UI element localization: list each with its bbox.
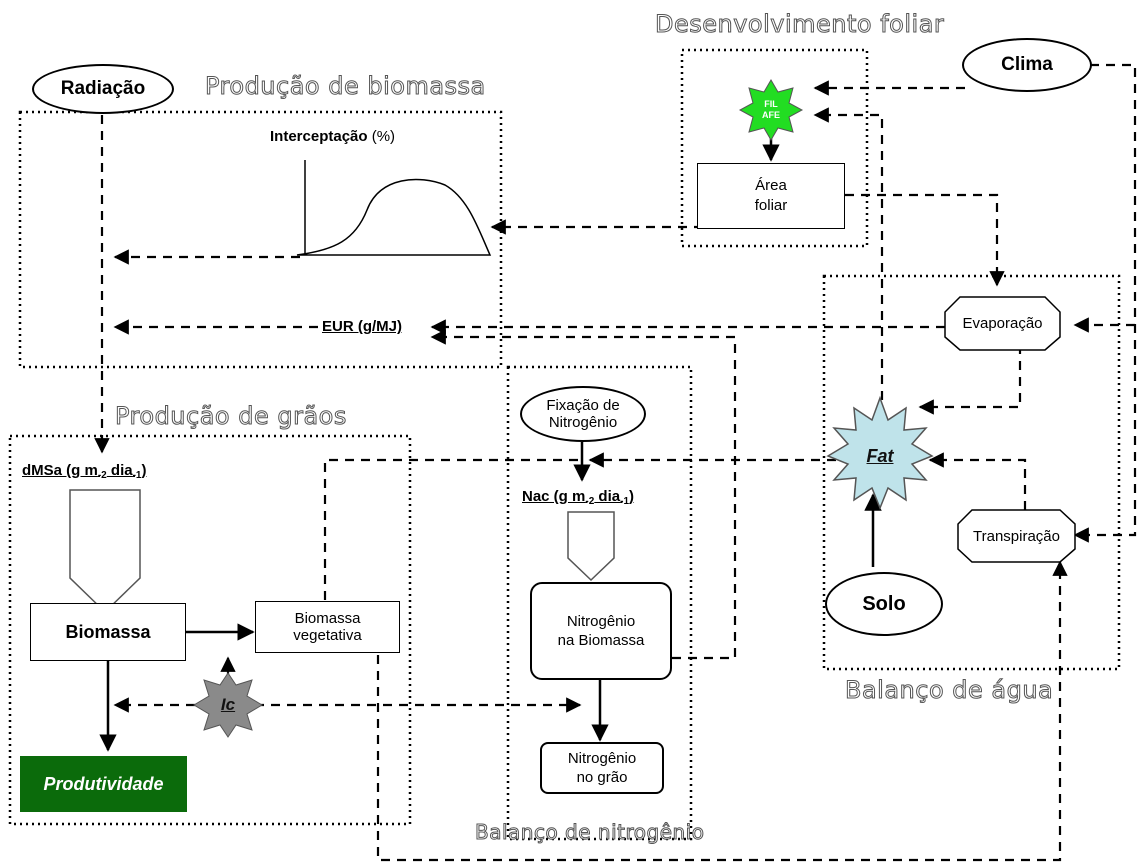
- evaporacao-node: Evaporação: [962, 315, 1043, 332]
- nitrogenio-biomassa-line2: na Biomassa: [557, 632, 645, 649]
- group-producao-biomassa: [18, 110, 503, 369]
- title-producao-biomassa: Produção de biomassa: [205, 72, 486, 101]
- nac-sub1: -2: [585, 496, 595, 507]
- interceptacao-text: Interceptação: [270, 128, 368, 145]
- afe-text: AFE: [762, 110, 780, 120]
- title-balanco-agua: Balanço de água: [844, 676, 1054, 705]
- fat-node: Fat: [840, 432, 920, 480]
- produtividade-node: Produtividade: [20, 756, 187, 812]
- nitrogenio-grao-node: Nitrogênio no grão: [540, 742, 664, 794]
- ic-text: Ic: [220, 695, 236, 714]
- nac-label: Nac (g m-2 dia-1): [522, 488, 634, 507]
- nitrogenio-grao-line2: no grão: [576, 769, 628, 786]
- fat-text: Fat: [866, 445, 894, 466]
- biomassa-vegetativa-line1: Biomassa: [294, 610, 361, 627]
- nitrogenio-biomassa-node: Nitrogênio na Biomassa: [530, 582, 672, 680]
- group-producao-graos: [8, 434, 412, 826]
- fat-burst: [826, 395, 934, 511]
- title-producao-graos: Produção de grãos: [115, 402, 347, 431]
- title-balanco-nitrogenio: Balanço de nitrogênio: [474, 820, 705, 845]
- nac-end: ): [629, 488, 635, 505]
- radiacao-node: Radiação: [32, 64, 174, 114]
- clima-node: Clima: [962, 38, 1092, 92]
- nitrogenio-grao-line1: Nitrogênio: [567, 750, 637, 767]
- nac-funnel-shape: [567, 511, 615, 582]
- group-desenvolvimento-foliar: [680, 48, 869, 248]
- biomassa-vegetativa-node: Biomassa vegetativa: [255, 601, 400, 653]
- nac-mid: dia: [594, 488, 621, 505]
- transpiracao-node: Transpiração: [973, 527, 1060, 545]
- dmsa-sub2: -1: [132, 470, 142, 481]
- interception-curve: [296, 160, 492, 256]
- dmsa-mid: dia: [106, 462, 133, 479]
- nac-main: Nac (g m: [522, 488, 586, 505]
- nac-sub2: -1: [620, 496, 630, 507]
- title-desenvolvimento-foliar: Desenvolvimento foliar: [654, 10, 945, 39]
- biomassa-node: Biomassa: [30, 603, 186, 661]
- transpiracao-shape: [957, 509, 1076, 563]
- area-foliar-line2: foliar: [754, 197, 788, 214]
- area-foliar-node: Área foliar: [697, 163, 845, 229]
- interceptacao-unit: (%): [371, 128, 396, 145]
- solo-node: Solo: [825, 572, 943, 636]
- dmsa-funnel-shape: [69, 489, 141, 614]
- interceptacao-label: Interceptação (%): [270, 128, 395, 145]
- area-foliar-line1: Área: [755, 177, 787, 194]
- eur-label: EUR (g/MJ): [322, 318, 402, 335]
- fixacao-line1: Fixação de: [546, 397, 620, 414]
- ic-star: [193, 672, 263, 738]
- dmsa-sub1: -2: [97, 470, 107, 481]
- fixacao-line2: Nitrogênio: [548, 414, 618, 431]
- fil-afe-star: [738, 79, 804, 141]
- dmsa-main: dMSa (g m: [22, 462, 98, 479]
- dmsa-label: dMSa (g m-2 dia-1): [22, 462, 147, 481]
- group-balanco-agua: [822, 274, 1121, 671]
- evaporacao-shape: [944, 296, 1061, 351]
- fil-text: FIL: [764, 99, 778, 109]
- nitrogenio-biomassa-line1: Nitrogênio: [566, 613, 636, 630]
- fil-afe-label: FIL AFE: [746, 92, 796, 128]
- group-balanco-nitrogenio: [506, 365, 693, 841]
- fixacao-nitrogenio-node: Fixação de Nitrogênio: [520, 386, 646, 442]
- dmsa-end: ): [141, 462, 147, 479]
- biomassa-vegetativa-line2: vegetativa: [293, 627, 362, 644]
- ic-node: Ic: [208, 690, 248, 720]
